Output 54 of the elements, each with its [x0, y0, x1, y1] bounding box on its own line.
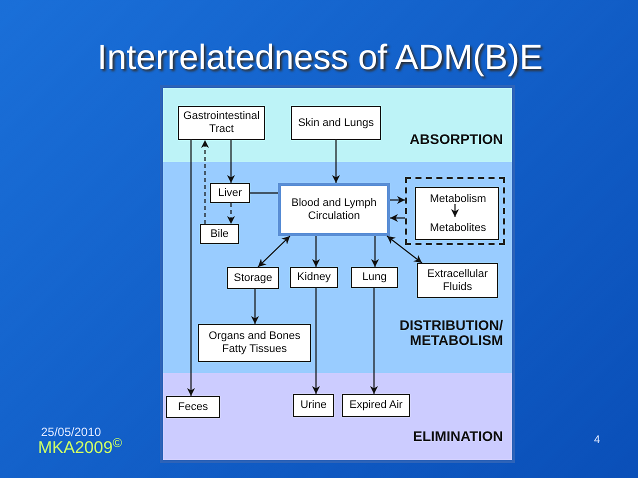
arrow — [370, 288, 378, 394]
arrow — [390, 196, 405, 204]
box-text: Storage — [234, 272, 272, 284]
process-box — [278, 183, 390, 236]
stage-band — [163, 162, 512, 373]
box-text: Extracellular Fluids — [426, 268, 489, 294]
arrow — [390, 214, 405, 222]
arrow — [201, 140, 209, 224]
stage-band — [163, 88, 512, 162]
box-text: Organs and Bones Fatty Tissues — [208, 330, 302, 356]
process-box — [291, 106, 381, 140]
stage-label: ELIMINATION — [412, 429, 503, 444]
box-text: Kidney — [297, 271, 331, 284]
process-box — [198, 324, 311, 362]
arrow — [227, 203, 235, 224]
process-box — [290, 267, 338, 288]
box-text: Liver — [218, 186, 242, 200]
title: Interrelatedness of ADM(B)E — [96, 38, 544, 78]
process-box — [417, 263, 498, 298]
process-label: Metabolites — [418, 220, 498, 236]
box-text: Skin and Lungs — [298, 116, 374, 130]
process-box — [210, 183, 250, 203]
dashed-group-box — [405, 177, 505, 245]
arrow — [312, 288, 320, 394]
arrow — [451, 204, 459, 217]
box-text: Bile — [210, 228, 229, 240]
arrow — [258, 236, 290, 268]
process-box — [293, 394, 334, 417]
arrow — [187, 140, 195, 396]
process-label: Metabolism — [418, 191, 498, 207]
arrow — [251, 289, 259, 324]
box-text: Feces — [178, 400, 208, 414]
group-box — [415, 187, 499, 240]
date-label: 25/05/2010 — [41, 426, 102, 439]
box-text: Lung — [362, 271, 387, 284]
arrow — [386, 236, 422, 264]
arrow — [332, 140, 340, 183]
process-box — [166, 396, 220, 418]
process-box — [342, 394, 410, 417]
arrow — [371, 236, 379, 267]
box-text: Blood and Lymph Circulation — [290, 196, 378, 222]
connector-line — [250, 192, 278, 194]
process-box — [227, 267, 279, 289]
box-text: Urine — [300, 399, 327, 412]
box-text: Expired Air — [349, 399, 403, 412]
page-number: 4 — [594, 434, 600, 446]
author-label: MKA2009$^{©}$ — [38, 438, 122, 457]
stage-label: DISTRIBUTION/ METABOLISM — [398, 318, 503, 348]
arrow — [312, 236, 320, 267]
arrow — [227, 140, 235, 183]
process-box — [200, 224, 239, 244]
process-box — [351, 267, 398, 288]
stage-label: ABSORPTION — [408, 132, 503, 147]
box-text: Gastrointestinal Tract — [182, 110, 261, 136]
